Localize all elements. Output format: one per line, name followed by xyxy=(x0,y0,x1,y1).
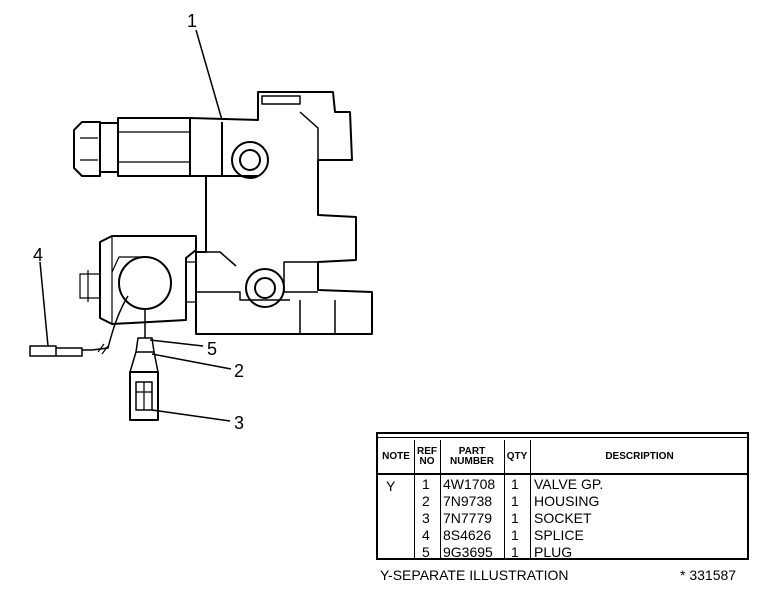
upper-port xyxy=(231,141,269,179)
splice xyxy=(29,345,57,357)
header-description: DESCRIPTION xyxy=(605,450,674,462)
table-row: 1 4W1708 1 VALVE GP. xyxy=(378,476,747,493)
leader-4 xyxy=(39,261,49,347)
part-cell: 7N9738 xyxy=(443,493,493,509)
desc-cell: SPLICE xyxy=(534,527,584,543)
wire xyxy=(91,295,129,351)
leader-3 xyxy=(151,409,231,422)
solenoid-coil xyxy=(99,235,197,325)
header-ref-no: REF NO xyxy=(417,445,437,467)
ref-cell: 1 xyxy=(422,476,430,492)
qty-cell: 1 xyxy=(511,510,519,526)
header-part-number: PART NUMBER xyxy=(450,445,494,467)
callout-2: 2 xyxy=(234,361,245,381)
part-cell: 7N7779 xyxy=(443,510,493,526)
leader-2 xyxy=(151,353,232,370)
table-row: 4 8S4626 1 SPLICE xyxy=(378,527,747,544)
part-cell: 4W1708 xyxy=(443,476,496,492)
callout-5: 5 xyxy=(207,339,218,359)
ref-cell: 3 xyxy=(422,510,430,526)
callout-4: 4 xyxy=(33,245,44,265)
desc-cell: VALVE GP. xyxy=(534,476,604,492)
qty-cell: 1 xyxy=(511,527,519,543)
qty-cell: 1 xyxy=(511,544,519,560)
socket xyxy=(129,371,159,421)
desc-cell: HOUSING xyxy=(534,493,600,509)
part-cell: 9G3695 xyxy=(443,544,493,560)
part-cell: 8S4626 xyxy=(443,527,492,543)
cartridge xyxy=(117,117,191,177)
ref-cell: 4 xyxy=(422,527,430,543)
leader-1 xyxy=(195,29,223,121)
callout-1: 1 xyxy=(187,11,198,31)
lower-port xyxy=(245,268,285,308)
desc-cell: PLUG xyxy=(534,544,573,560)
qty-cell: 1 xyxy=(511,476,519,492)
hex-nut xyxy=(73,121,101,177)
note-cell: Y xyxy=(386,478,396,494)
header-note: NOTE xyxy=(382,450,410,462)
qty-cell: 1 xyxy=(511,493,519,509)
table-row: 3 7N7779 1 SOCKET xyxy=(378,510,747,527)
header-qty: QTY xyxy=(506,450,528,462)
table-header: NOTE REF NO PART NUMBER QTY DESCRIPTION xyxy=(378,440,747,475)
desc-cell: SOCKET xyxy=(534,510,592,526)
illustration-number: * 331587 xyxy=(680,567,737,583)
leader-5 xyxy=(149,339,204,347)
table-row: 5 9G3695 1 PLUG xyxy=(378,544,747,561)
ref-cell: 5 xyxy=(422,544,430,560)
ref-cell: 2 xyxy=(422,493,430,509)
parts-table: NOTE REF NO PART NUMBER QTY DESCRIPTION … xyxy=(376,432,749,560)
separate-illustration-legend: Y-SEPARATE ILLUSTRATION xyxy=(380,567,569,583)
table-row: 2 7N9738 1 HOUSING xyxy=(378,493,747,510)
callout-3: 3 xyxy=(234,413,245,433)
